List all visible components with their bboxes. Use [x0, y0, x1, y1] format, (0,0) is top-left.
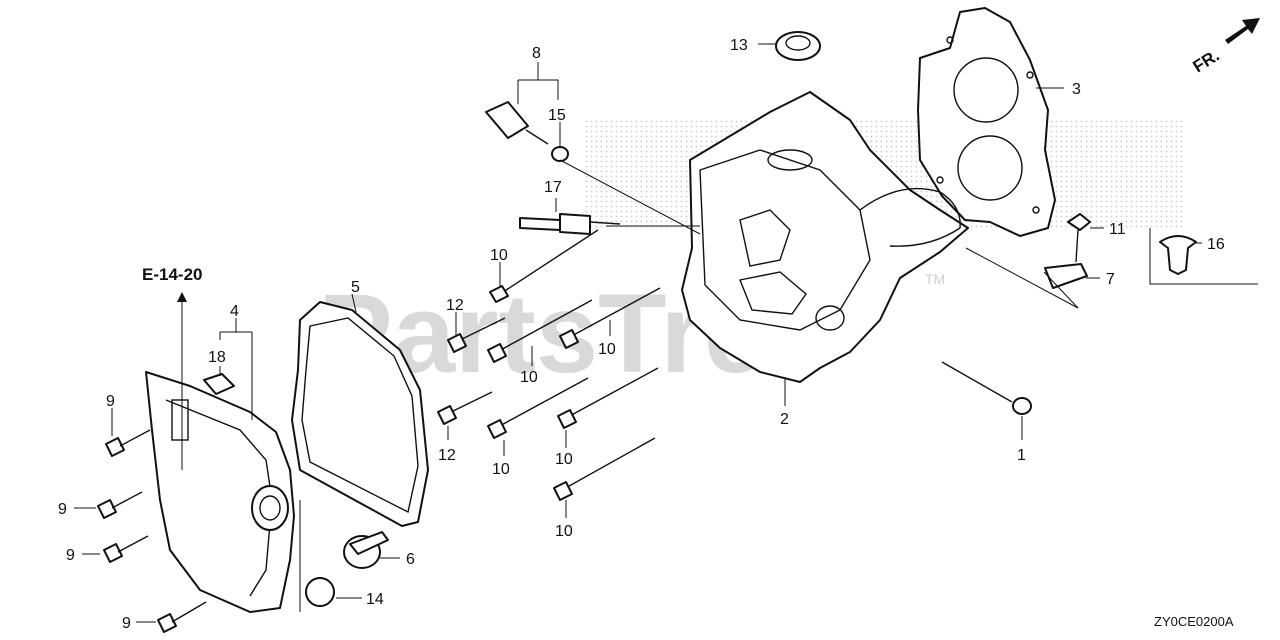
callout-1: 1	[1017, 447, 1026, 464]
callout-10e: 10	[555, 451, 573, 468]
reference-label: E-14-20	[142, 265, 202, 284]
callout-12a: 12	[446, 297, 464, 314]
spark-plug	[519, 213, 621, 235]
oil-filler-cap	[343, 531, 389, 569]
watermark-tm: TM	[925, 271, 945, 287]
callout-9b: 9	[58, 501, 67, 518]
callout-8: 8	[532, 45, 541, 62]
callout-7: 7	[1106, 271, 1115, 288]
sensor	[485, 101, 549, 145]
callout-13: 13	[730, 37, 748, 54]
callout-10b: 10	[520, 369, 538, 386]
washer-15	[551, 146, 569, 162]
callout-10f: 10	[555, 523, 573, 540]
callout-10a: 10	[490, 247, 508, 264]
callout-5: 5	[351, 279, 360, 296]
callout-14: 14	[366, 591, 384, 608]
breather-18	[203, 373, 235, 395]
inset-box-16	[1149, 228, 1258, 285]
callout-10d: 10	[492, 461, 510, 478]
callout-6: 6	[406, 551, 415, 568]
cylinder-head-gasket	[917, 7, 1056, 237]
cylinder-head-cover	[145, 371, 295, 613]
bolts	[437, 229, 1032, 501]
callout-labels: 1 2 3 4 5 6 7 8 9 9 9 9 10 10 10 10 10 1…	[58, 37, 1225, 632]
callout-11: 11	[1109, 221, 1126, 238]
bolts-9	[97, 429, 207, 633]
callout-17: 17	[544, 179, 562, 196]
callout-10c: 10	[598, 341, 616, 358]
callout-9d: 9	[122, 615, 131, 632]
front-label: FR.	[1190, 46, 1223, 77]
callout-9c: 9	[66, 547, 75, 564]
callout-16: 16	[1207, 236, 1225, 253]
o-ring-14	[305, 577, 335, 607]
callout-2: 2	[780, 411, 789, 428]
leader-lines	[74, 43, 1202, 623]
callout-4: 4	[230, 303, 239, 320]
diagram-code: ZY0CE0200A	[1154, 614, 1234, 629]
oil-seal	[775, 31, 821, 61]
cylinder-head	[681, 91, 969, 383]
bolt-11	[1067, 213, 1091, 263]
callout-9a: 9	[106, 393, 115, 410]
head-cover-gasket	[291, 301, 429, 527]
clip-7	[1044, 263, 1088, 289]
front-arrow: FR.	[1190, 18, 1260, 76]
callout-15: 15	[548, 107, 566, 124]
callout-12b: 12	[438, 447, 456, 464]
callout-3: 3	[1072, 81, 1081, 98]
callout-18: 18	[208, 349, 226, 366]
